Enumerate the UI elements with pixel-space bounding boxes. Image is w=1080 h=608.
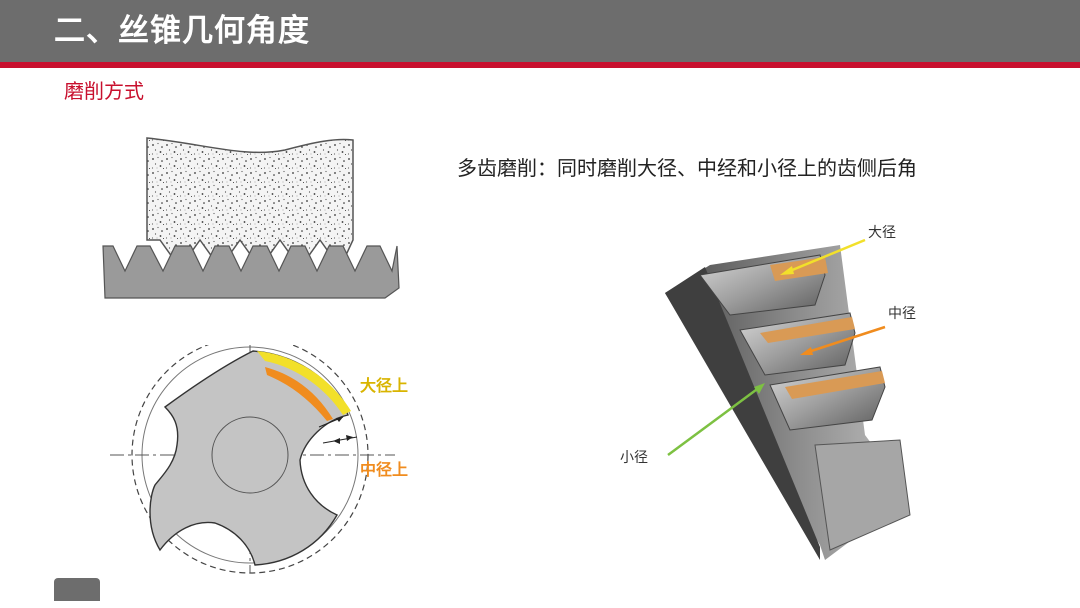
pitch-diameter-label: 中径上 xyxy=(360,460,408,479)
thread-3d-diagram: 大径 中径 小径 xyxy=(620,225,916,560)
page-number-tab xyxy=(54,578,100,601)
major-diameter-label: 大径上 xyxy=(360,376,408,395)
page-title: 二、丝锥几何角度 xyxy=(54,13,310,49)
pitch-diameter-zone xyxy=(265,367,333,421)
thread-tooth-2 xyxy=(739,312,856,376)
tap-cross-section-diagram: 大径上 中径上 xyxy=(110,345,408,574)
tap-body xyxy=(149,350,349,566)
description-text: 多齿磨削：同时磨削大径、中经和小径上的齿侧后角 xyxy=(457,156,917,180)
major-label: 大径 xyxy=(868,225,896,241)
pitch-diameter-pointer xyxy=(804,325,886,355)
threaded-workpiece xyxy=(102,245,400,299)
grinding-wheel xyxy=(146,137,354,270)
thread-tooth-3 xyxy=(769,366,886,431)
header-accent-line xyxy=(0,62,1080,68)
header-bar: 二、丝锥几何角度 xyxy=(0,0,1080,62)
major-diameter-zone xyxy=(257,351,351,415)
section-subtitle: 磨削方式 xyxy=(64,79,144,103)
pitch-label: 中径 xyxy=(888,306,916,322)
minor-label: 小径 xyxy=(620,450,648,466)
grinding-wheel-diagram xyxy=(102,137,400,299)
minor-diameter-pointer xyxy=(667,385,761,457)
major-diameter-pointer xyxy=(784,238,866,275)
